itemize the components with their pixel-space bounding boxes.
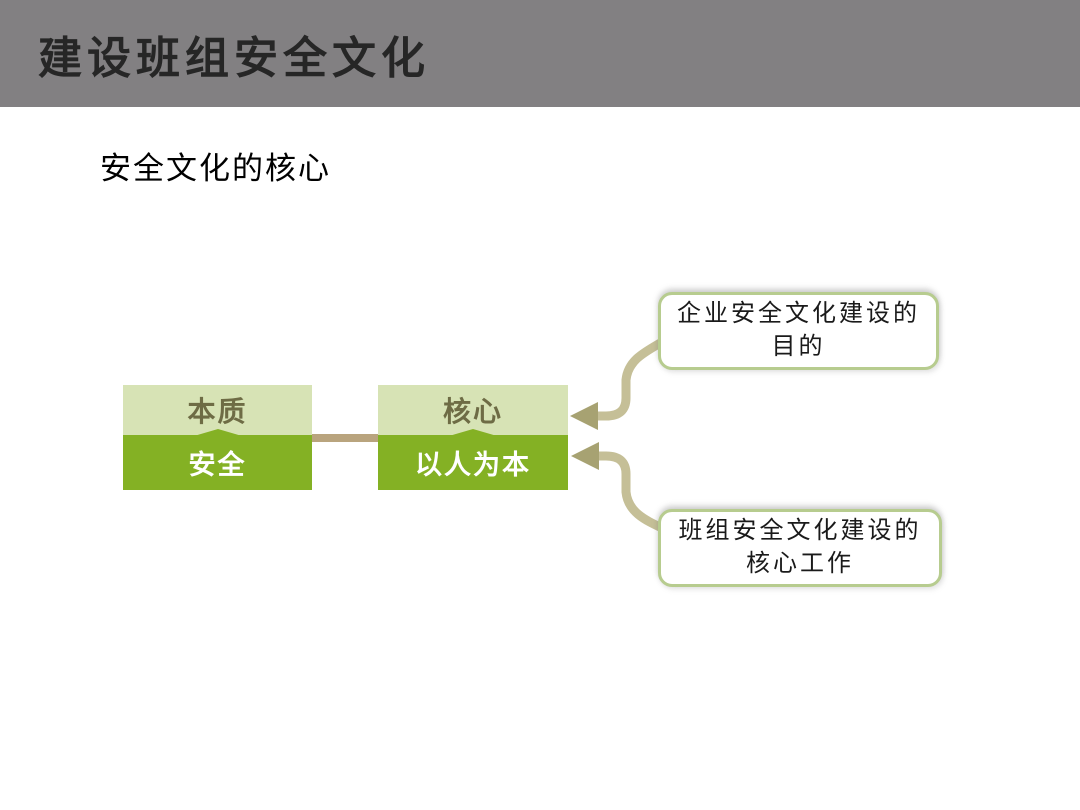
node-core-header: 核心	[378, 385, 568, 436]
node-essence-header-label: 本质	[187, 396, 248, 427]
callout-team-core-work-line2: 核心工作	[746, 551, 854, 577]
slide-subtitle: 安全文化的核心	[100, 151, 331, 186]
node-essence: 本质 安全	[123, 385, 312, 490]
callout-enterprise-purpose: 企业安全文化建设的 目的	[658, 292, 939, 370]
node-core-bump	[449, 429, 497, 436]
callout-enterprise-purpose-line1: 企业安全文化建设的	[677, 301, 920, 327]
node-essence-bump	[193, 429, 242, 436]
node-core: 核心 以人为本	[378, 385, 568, 490]
callout-team-core-work-line1: 班组安全文化建设的	[678, 518, 922, 544]
slide-title: 建设班组安全文化	[38, 33, 430, 83]
slide-header: 建设班组安全文化	[0, 0, 1080, 107]
node-core-header-label: 核心	[442, 396, 503, 427]
node-core-body: 以人为本	[378, 435, 568, 490]
node-essence-body: 安全	[123, 435, 312, 490]
callout-team-core-work: 班组安全文化建设的 核心工作	[658, 509, 942, 587]
curved-arrow-top	[570, 338, 665, 430]
node-link-bar	[312, 434, 378, 442]
node-essence-header: 本质	[123, 385, 312, 436]
curved-arrow-bottom	[571, 442, 664, 533]
callout-enterprise-purpose-line2: 目的	[771, 334, 826, 360]
node-core-body-label: 以人为本	[415, 450, 531, 480]
node-essence-body-label: 安全	[188, 450, 247, 480]
